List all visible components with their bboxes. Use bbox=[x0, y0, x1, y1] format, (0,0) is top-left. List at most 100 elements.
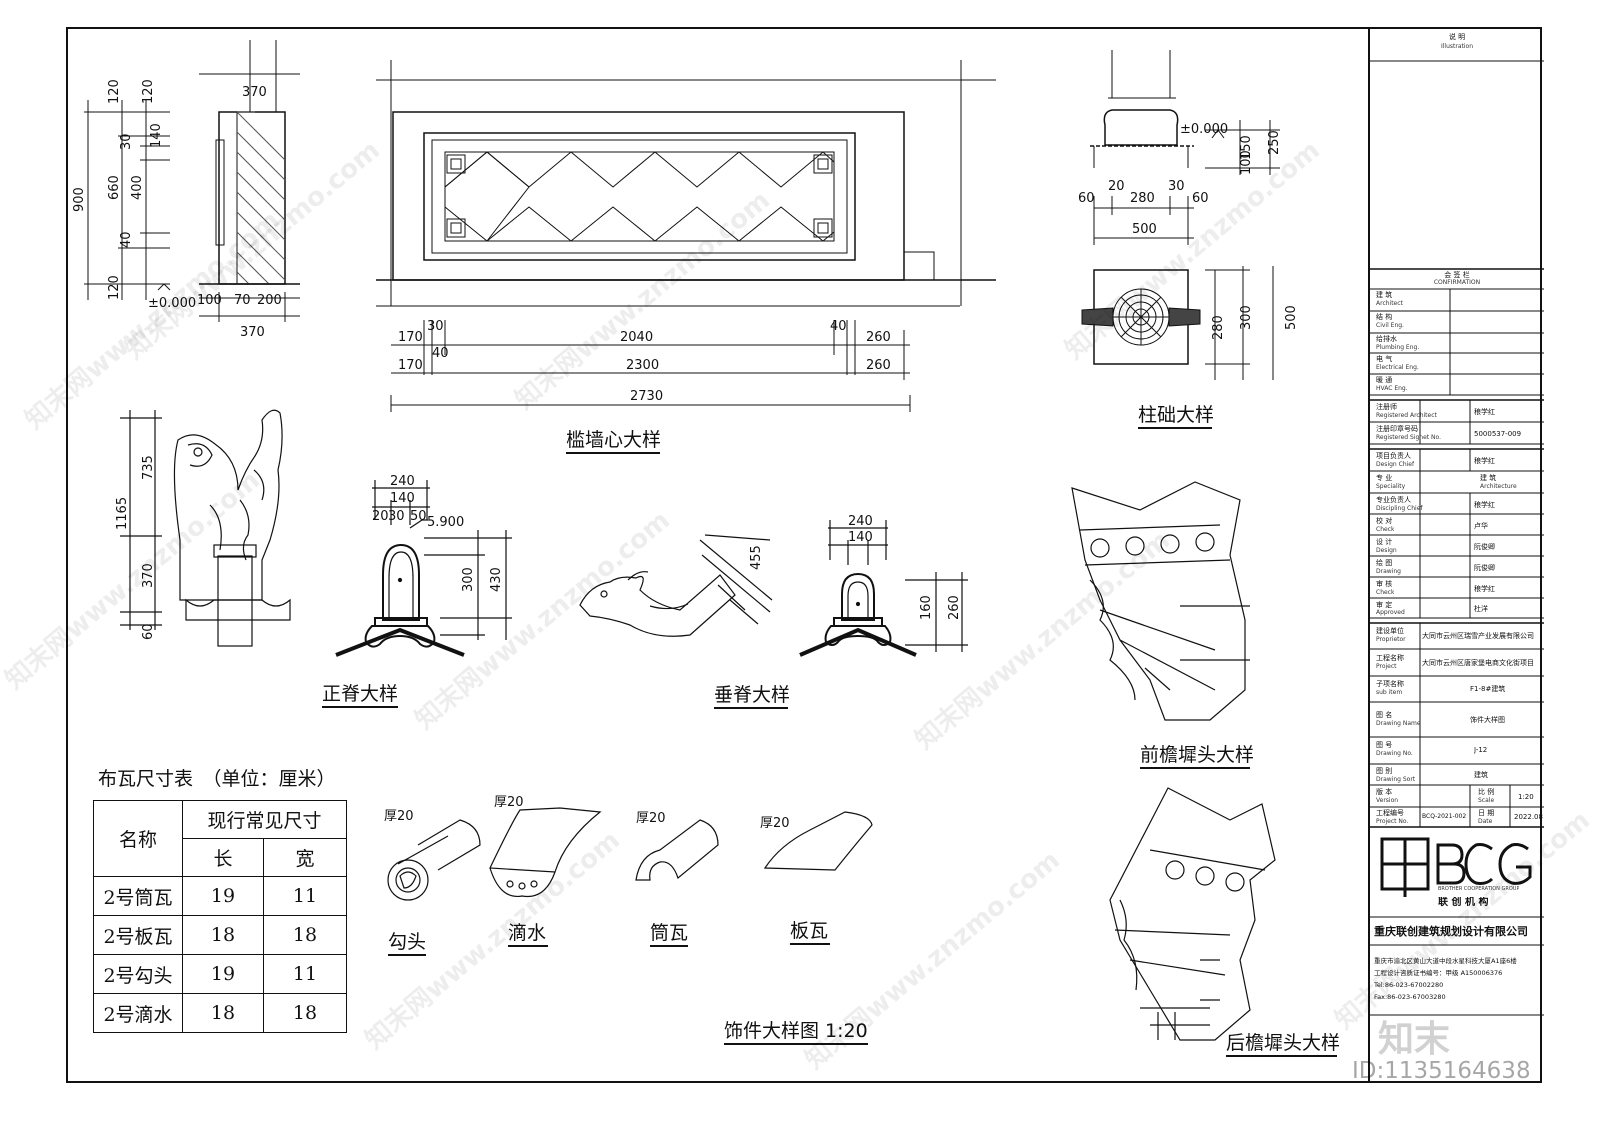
staff-role: 专 业 bbox=[1376, 474, 1393, 482]
staff-role-en: Design Chief bbox=[1376, 461, 1415, 468]
drawing-sort-label-en: Drawing Sort bbox=[1376, 776, 1416, 783]
table-cell: 2号板瓦 bbox=[93, 915, 183, 955]
staff-role-en: Approved bbox=[1376, 609, 1405, 616]
staff-name: 稂学红 bbox=[1474, 585, 1495, 593]
panel-elevation bbox=[376, 60, 996, 412]
dim: 120 bbox=[141, 79, 156, 104]
drawing-name-label: 图 名 bbox=[1376, 711, 1393, 719]
tile-drawings bbox=[387, 807, 873, 901]
dim: 20 bbox=[1108, 179, 1125, 194]
dim: 660 bbox=[107, 175, 122, 200]
scale-label: 比 例 bbox=[1478, 788, 1495, 796]
table-cell: 18 bbox=[263, 993, 347, 1033]
drawing-no: J-12 bbox=[1474, 746, 1488, 754]
dim: 1165 bbox=[115, 497, 130, 530]
date-label-en: Date bbox=[1478, 818, 1493, 825]
dim: 500 bbox=[1132, 222, 1157, 237]
scale: 1:20 bbox=[1518, 793, 1534, 801]
staff-role: 设 计 bbox=[1376, 538, 1393, 546]
thickness-note: 厚20 bbox=[384, 809, 414, 824]
table-cell: 19 bbox=[182, 954, 264, 994]
staff-role-en: Check bbox=[1376, 589, 1395, 596]
dim: 40 bbox=[830, 319, 847, 334]
table-cell: 11 bbox=[263, 876, 347, 916]
confirm-title-en: CONFIRMATION bbox=[1433, 279, 1481, 286]
discipline: 暖 通 bbox=[1376, 376, 1393, 384]
date-label: 日 期 bbox=[1478, 809, 1495, 817]
table-cell: 2号滴水 bbox=[93, 993, 183, 1033]
hip-ridge-beast bbox=[579, 534, 773, 637]
discipline: 结 构 bbox=[1376, 313, 1393, 321]
company-cert: 工程设计咨质证书编号：甲级 A150006376 bbox=[1374, 969, 1503, 977]
dim: 120 bbox=[107, 275, 122, 300]
title-block-grid bbox=[1370, 60, 1544, 1016]
staff-role-en: Check bbox=[1376, 526, 1395, 533]
dim: 2040 bbox=[620, 330, 653, 345]
dim: 140 bbox=[848, 530, 873, 545]
reg-architect-en: Registered Architect bbox=[1376, 412, 1437, 419]
discipline-en: Plumbing Eng. bbox=[1376, 344, 1420, 351]
header-name: 名称 bbox=[93, 800, 183, 877]
dim: 70 bbox=[234, 293, 251, 308]
reg-architect: 注册师 bbox=[1376, 403, 1397, 411]
dim: 2300 bbox=[626, 358, 659, 373]
label-panel: 槛墙心大样 bbox=[566, 429, 661, 451]
dim: 735 bbox=[141, 455, 156, 480]
date: 2022.08 bbox=[1514, 813, 1543, 821]
speciality: 建 筑 bbox=[1480, 474, 1497, 482]
dim: 260 bbox=[866, 358, 891, 373]
staff-role-en: Design bbox=[1376, 547, 1397, 554]
label-main-ridge: 正脊大样 bbox=[322, 683, 398, 705]
dim: 240 bbox=[390, 474, 415, 489]
staff-name: 阮俊卿 bbox=[1474, 564, 1495, 572]
drawing-sort-label: 图 别 bbox=[1376, 767, 1393, 775]
dim: 400 bbox=[130, 175, 145, 200]
note-title-en: Illustration bbox=[1440, 43, 1474, 50]
dragon-ornament bbox=[120, 409, 291, 647]
watermark-id: ID:1135164638 bbox=[1352, 1058, 1531, 1084]
drawing-no-label: 图 号 bbox=[1376, 741, 1393, 749]
staff-role: 审 核 bbox=[1376, 580, 1393, 588]
version-label: 版 本 bbox=[1376, 788, 1393, 796]
staff-role: 绘 图 bbox=[1376, 559, 1393, 567]
version-label-en: Version bbox=[1376, 797, 1399, 804]
dim: 60 bbox=[1192, 191, 1209, 206]
staff-name: 稂学红 bbox=[1474, 501, 1495, 509]
staff-role-en: Speciality bbox=[1376, 483, 1406, 490]
table-cell: 2号筒瓦 bbox=[93, 876, 183, 916]
discipline: 电 气 bbox=[1376, 355, 1393, 363]
confirm-title: 会 签 栏 bbox=[1444, 271, 1470, 279]
company-fax: Fax:86-023-67003280 bbox=[1374, 993, 1446, 1001]
label-base: 柱础大样 bbox=[1138, 404, 1214, 426]
dim: ±0.000 bbox=[1180, 122, 1228, 137]
dim: 30 bbox=[1168, 179, 1185, 194]
reg-signet: 注册印章号码 bbox=[1376, 425, 1418, 433]
staff-role: 专业负责人 bbox=[1376, 496, 1411, 504]
drawing-frame bbox=[66, 27, 1542, 1083]
dim: 200 bbox=[257, 293, 282, 308]
dim: 2730 bbox=[630, 389, 663, 404]
hip-ridge-section bbox=[799, 520, 968, 657]
reg-signet-no: 5000537-009 bbox=[1474, 430, 1522, 438]
staff-name: 杜洋 bbox=[1474, 605, 1488, 613]
logo-cn: 联 创 机 构 bbox=[1438, 897, 1489, 908]
project-no-label-en: Project No. bbox=[1376, 818, 1409, 825]
drawing-title: 饰件大样图 1:20 bbox=[724, 1020, 868, 1042]
parapet-section bbox=[84, 40, 300, 322]
table-cell: 18 bbox=[182, 915, 264, 955]
dim: 300 bbox=[461, 567, 476, 592]
dim: 455 bbox=[749, 545, 764, 570]
table-cell: 18 bbox=[263, 915, 347, 955]
logo-en: BROTHER COOPERATION GROUP bbox=[1438, 886, 1520, 892]
header-size: 现行常见尺寸 bbox=[182, 800, 347, 839]
header-length: 长 bbox=[182, 838, 264, 877]
label-gou: 勾头 bbox=[388, 931, 426, 953]
project: 大同市云州区唐家堡电商文化街项目 bbox=[1422, 659, 1534, 667]
sub-item: F1-8#建筑 bbox=[1470, 685, 1506, 693]
drawing-name: 饰件大样图 bbox=[1470, 716, 1505, 724]
dim: 50 bbox=[410, 509, 427, 524]
project-label: 工程名称 bbox=[1376, 654, 1404, 662]
proprietor-label: 建设单位 bbox=[1376, 627, 1404, 635]
column-base-elevation bbox=[1081, 50, 1280, 380]
dim: 370 bbox=[240, 325, 265, 340]
